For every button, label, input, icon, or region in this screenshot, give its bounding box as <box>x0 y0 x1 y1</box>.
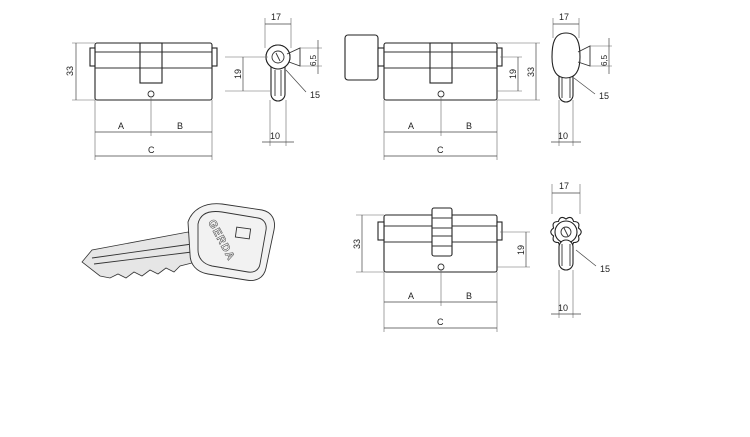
thumbturn-cylinder-side-view <box>344 34 503 101</box>
dim-height-label: 33 <box>352 239 362 249</box>
knob-cylinder-side-view <box>377 207 503 273</box>
dim-b-label: B <box>466 291 472 301</box>
dim-small-label: 6,5 <box>309 54 318 66</box>
knob-profile-view <box>550 216 582 271</box>
dim-radius-label: 15 <box>599 91 609 101</box>
dim-cam-label: 19 <box>508 69 518 79</box>
knob-cylinder-dimensions: 33 19 A B C <box>352 214 530 332</box>
dim-b-label: B <box>466 121 472 131</box>
double-cylinder-profile-view <box>265 44 301 102</box>
knob-profile-dimensions: 17 15 10 <box>551 181 610 318</box>
key-illustration: GERDA <box>81 203 275 281</box>
dim-width-label: 17 <box>271 12 281 22</box>
dim-bottom-label: 10 <box>558 303 568 313</box>
dim-height-label: 33 <box>65 66 75 76</box>
dim-height-label: 33 <box>526 67 536 77</box>
dim-width-label: 17 <box>559 181 569 191</box>
dim-c-label: C <box>437 317 444 327</box>
dim-cam-label: 19 <box>516 245 526 255</box>
dim-a-label: A <box>408 291 414 301</box>
dim-a-label: A <box>118 121 124 131</box>
thumbturn-profile-view <box>551 32 591 103</box>
double-cylinder-side-view <box>89 42 218 101</box>
dim-c-label: C <box>437 145 444 155</box>
dim-small-label: 6,5 <box>600 54 609 66</box>
dim-radius-label: 15 <box>310 90 320 100</box>
double-cylinder-profile-dimensions: 17 19 6,5 15 10 <box>225 12 322 146</box>
dim-c-label: C <box>148 145 155 155</box>
dim-width-label: 17 <box>559 12 569 22</box>
dim-bottom-label: 10 <box>270 131 280 141</box>
thumbturn-profile-dimensions: 17 6,5 15 10 <box>551 12 612 146</box>
thumbturn-cylinder-dimensions: 33 19 A B C <box>383 42 540 160</box>
dim-bottom-label: 10 <box>558 131 568 141</box>
dim-radius-label: 15 <box>600 264 610 274</box>
dim-b-label: B <box>177 121 183 131</box>
dim-a-label: A <box>408 121 414 131</box>
dim-cam-label: 19 <box>233 69 243 79</box>
double-cylinder-dimensions: 33 A B C <box>65 42 213 160</box>
